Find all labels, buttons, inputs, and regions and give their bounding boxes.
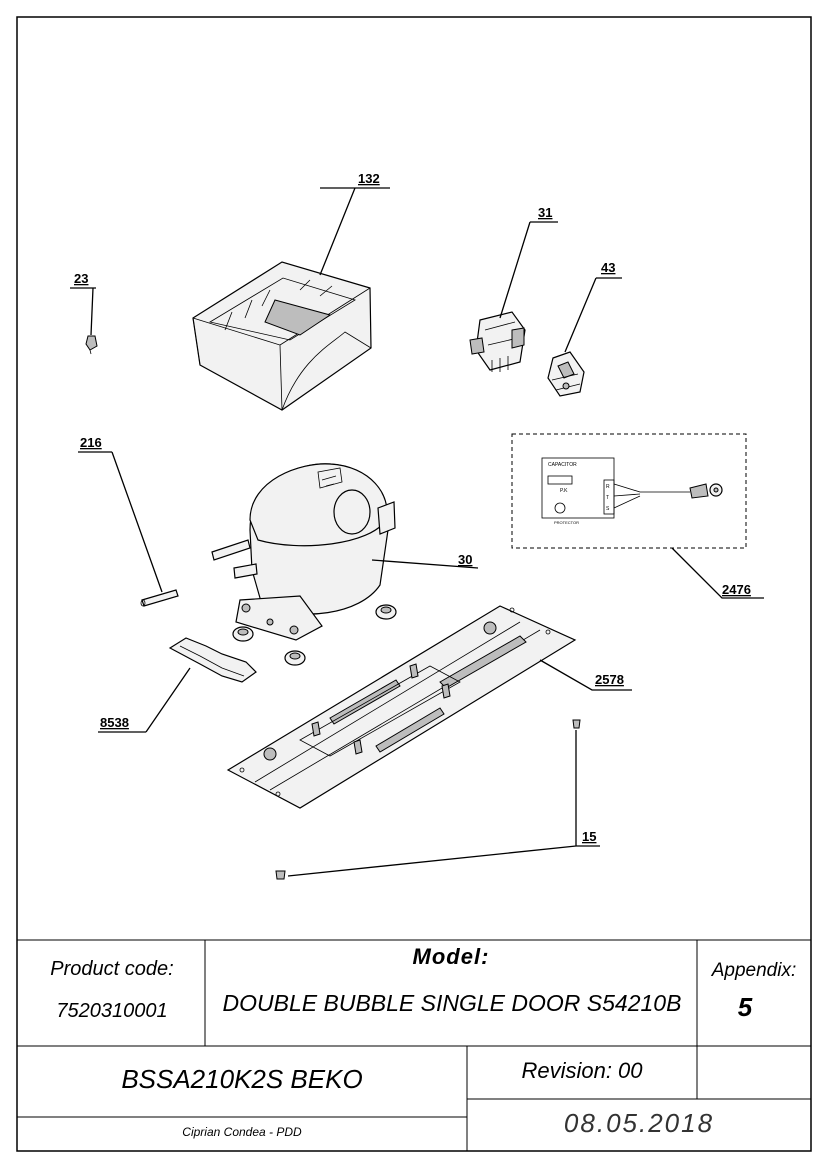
part-8538-plate xyxy=(168,637,257,683)
part-2578-base-plate xyxy=(226,605,577,809)
leader-30 xyxy=(371,559,479,569)
leader-43 xyxy=(564,277,622,353)
callout-132: 132 xyxy=(358,171,380,186)
appendix-value: 5 xyxy=(737,992,753,1022)
date: 08.05.2018 xyxy=(563,1108,715,1138)
ptc-label: P.K xyxy=(560,488,568,494)
part-43-overload-protector xyxy=(547,351,585,397)
part-31-starter-relay xyxy=(469,311,526,372)
leader-132 xyxy=(319,187,390,276)
pin-r: R xyxy=(606,484,610,490)
callout-216: 216 xyxy=(80,435,102,450)
leader-23 xyxy=(70,287,96,336)
pin-t: T xyxy=(606,495,609,501)
appendix-label: Appendix: xyxy=(711,960,797,981)
callout-43: 43 xyxy=(601,260,615,275)
product-code-label: Product code: xyxy=(50,958,174,980)
sheet-frame xyxy=(16,16,812,1152)
callout-8538: 8538 xyxy=(100,715,129,730)
callout-2476: 2476 xyxy=(722,582,751,597)
protector-label: PROTECTOR xyxy=(554,520,579,525)
model-label: Model: xyxy=(412,944,490,969)
product-code-value: 7520310001 xyxy=(56,1000,168,1022)
leader-31 xyxy=(499,221,558,319)
rubber-grommets xyxy=(232,604,397,666)
leader-2476 xyxy=(671,547,764,599)
leader-8538 xyxy=(98,667,191,733)
author: Ciprian Condea - PDD xyxy=(182,1125,302,1139)
callout-2578: 2578 xyxy=(595,672,624,687)
callout-23: 23 xyxy=(74,271,88,286)
leader-216 xyxy=(78,451,163,593)
part-23-clip xyxy=(85,335,98,355)
part-2476-wiring-harness: CAPACITOR P.K PROTECTOR R T S xyxy=(541,457,723,525)
model-value: DOUBLE BUBBLE SINGLE DOOR S54210B xyxy=(222,990,682,1016)
product-name: BSSA210K2S BEKO xyxy=(121,1064,363,1094)
part-30-compressor xyxy=(211,463,396,641)
leader-2578 xyxy=(539,659,632,691)
title-block-grid xyxy=(17,939,811,1151)
callout-31: 31 xyxy=(538,205,552,220)
part-132-electrical-box xyxy=(192,261,372,411)
callout-30: 30 xyxy=(458,552,472,567)
revision: Revision: 00 xyxy=(521,1058,643,1083)
callout-15: 15 xyxy=(582,829,596,844)
part-216-tube xyxy=(140,589,179,607)
leader-15 xyxy=(287,730,600,877)
capacitor-label: CAPACITOR xyxy=(548,462,577,468)
part-15-screws xyxy=(275,719,581,880)
wiring-detail-box xyxy=(511,433,747,549)
pin-s: S xyxy=(606,506,610,512)
